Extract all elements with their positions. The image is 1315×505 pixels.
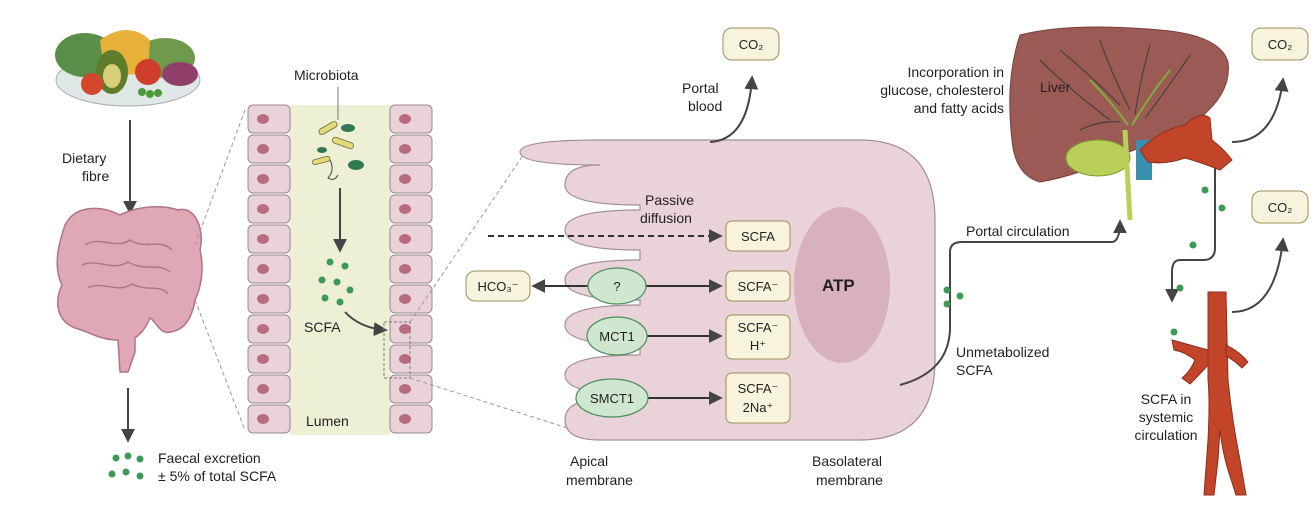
scfa-anion-box: SCFA⁻ [725,270,791,302]
passive-diffusion-label: Passive [645,192,694,208]
cell-nucleus [257,234,269,244]
svg-text:SCFA: SCFA [741,229,775,244]
cell-nucleus [399,174,411,184]
passive-diffusion-label-2: diffusion [640,210,692,226]
cell-nucleus [399,294,411,304]
co2-liver-box: CO₂ [1251,27,1309,61]
microbiota-label: Microbiota [294,67,359,83]
incorporation-label-2: glucose, cholesterol [880,82,1004,98]
scfa-dots-lumen [318,258,354,306]
cell-nucleus [399,204,411,214]
cell-nucleus [399,324,411,334]
cell-nucleus [399,144,411,154]
unknown-transporter: ? [587,267,647,305]
dietary-fibre-label-2: fibre [82,168,109,184]
scfa-dots-portal [943,286,964,308]
svg-text:?: ? [613,279,620,294]
microbiota-icon [311,121,364,180]
co2-systemic-box: CO₂ [1251,190,1309,224]
atp-label: ATP [822,276,855,295]
portal-circulation-label: Portal circulation [966,223,1070,239]
mct1-transporter: MCT1 [586,316,648,356]
svg-text:CO₂: CO₂ [739,37,764,52]
unmetabolized-label-2: SCFA [956,362,993,378]
left-epithelium [247,104,291,434]
cell-nucleus [399,264,411,274]
faecal-excretion-label: Faecal excretion [158,450,261,466]
systemic-circulation-label-3: circulation [1134,427,1197,443]
smct1-transporter: SMCT1 [575,378,649,418]
svg-text:2Na⁺: 2Na⁺ [743,400,774,415]
faecal-scfa-dots [108,452,144,480]
salad-icon [55,30,201,107]
cell-nucleus [257,354,269,364]
apical-membrane-label: Apical [570,453,608,469]
lumen-section [247,104,433,435]
svg-text:SCFA⁻: SCFA⁻ [738,279,779,294]
svg-text:HCO₃⁻: HCO₃⁻ [477,279,518,294]
cell-nucleus [257,174,269,184]
cell-nucleus [399,234,411,244]
svg-text:SMCT1: SMCT1 [590,391,634,406]
cell-nucleus [257,384,269,394]
lumen-label: Lumen [306,413,349,429]
cell-nucleus [399,114,411,124]
systemic-circulation-label: SCFA in [1141,391,1192,407]
basolateral-membrane-label: Basolateral [812,453,882,469]
cell-nucleus [399,354,411,364]
scfa-lumen-label: SCFA [304,319,341,335]
cell-nucleus [257,294,269,304]
apical-membrane-label-2: membrane [566,472,633,488]
liver-icon [1009,26,1233,221]
scfa-h-box: SCFA⁻ H⁺ [725,314,791,360]
portal-blood-label: Portal [682,80,719,96]
scfa-passive-box: SCFA [725,220,791,252]
faecal-excretion-label-2: ± 5% of total SCFA [158,468,277,484]
co2-portal-box: CO₂ [722,27,780,61]
cell-nucleus [257,114,269,124]
svg-text:SCFA⁻: SCFA⁻ [738,381,779,396]
colon-icon [56,205,203,373]
svg-text:SCFA⁻: SCFA⁻ [738,320,779,335]
basolateral-membrane-label-2: membrane [816,472,883,488]
svg-text:CO₂: CO₂ [1268,200,1293,215]
cell-nucleus [257,204,269,214]
svg-text:H⁺: H⁺ [750,338,766,353]
hco3-box: HCO₃⁻ [465,270,531,302]
incorporation-label-3: and fatty acids [914,100,1004,116]
scfa-na-box: SCFA⁻ 2Na⁺ [725,372,791,424]
cell-nucleus [257,144,269,154]
cell-nucleus [399,384,411,394]
right-epithelium [389,104,433,434]
svg-text:MCT1: MCT1 [599,329,634,344]
liver-label: Liver [1040,79,1071,95]
svg-text:CO₂: CO₂ [1268,37,1293,52]
systemic-circulation-label-2: systemic [1139,409,1193,425]
portal-blood-label-2: blood [688,98,722,114]
incorporation-label: Incorporation in [907,64,1004,80]
cell-nucleus [257,264,269,274]
dietary-fibre-label: Dietary [62,150,106,166]
blood-vessel-icon [1171,291,1249,496]
cell-nucleus [257,414,269,424]
cell-nucleus [399,414,411,424]
cell-nucleus [257,324,269,334]
unmetabolized-label: Unmetabolized [956,344,1049,360]
